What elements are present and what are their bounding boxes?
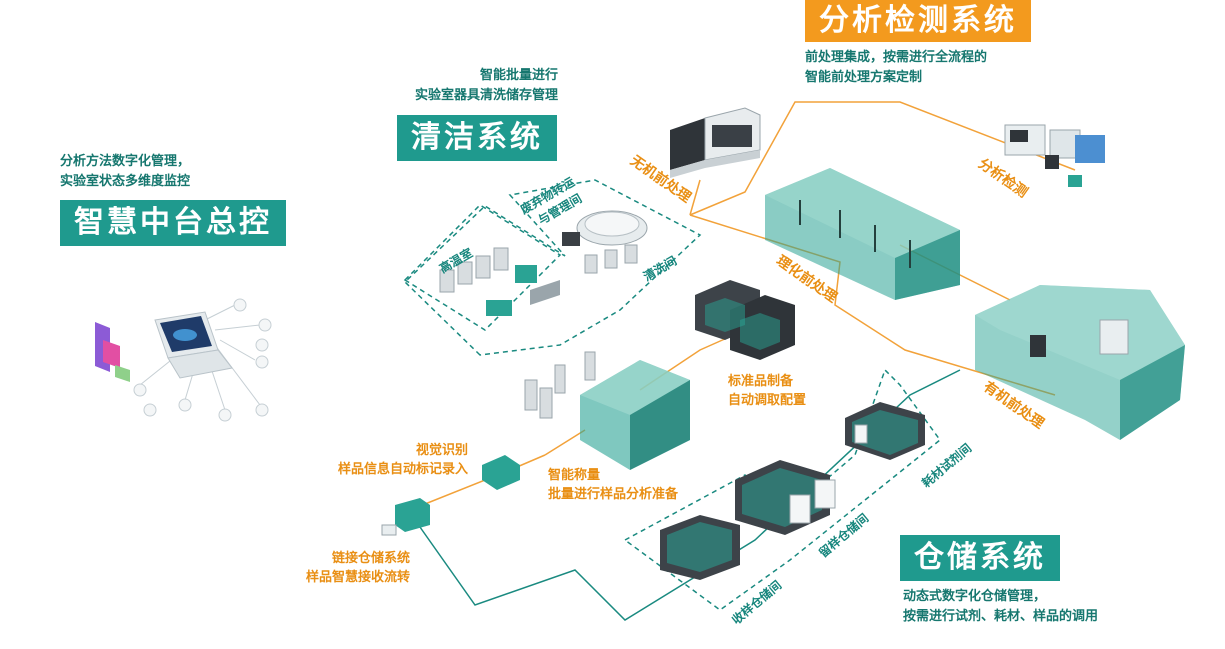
inorganic-equipment-illustration xyxy=(670,107,761,178)
storage-desc-line1: 动态式数字化仓储管理， xyxy=(903,589,1047,604)
physchem-enclosure-illustration xyxy=(765,168,960,300)
standard-prep-illustration xyxy=(695,280,795,360)
standard-prep-line1: 标准品制备 xyxy=(728,374,794,389)
storage-description: 动态式数字化仓储管理， 按需进行试剂、耗材、样品的调用 xyxy=(903,587,1098,627)
analysis-title: 分析检测系统 xyxy=(805,0,1031,42)
standard-prep-line2: 自动调取配置 xyxy=(728,393,807,408)
analysis-desc-line1: 前处理集成，按需进行全流程的 xyxy=(805,50,988,65)
weighing-line2: 批量进行样品分析准备 xyxy=(548,487,679,502)
storage-desc-line2: 按需进行试剂、耗材、样品的调用 xyxy=(903,609,1099,624)
analysis-description: 前处理集成，按需进行全流程的 智能前处理方案定制 xyxy=(805,48,987,88)
control-desc-line1: 分析方法数字化管理， xyxy=(60,154,191,169)
control-terminal-illustration xyxy=(95,298,272,422)
clean-desc-line1: 智能批量进行 xyxy=(479,68,558,83)
cleaning-equipment-illustration xyxy=(439,210,648,316)
clean-description: 智能批量进行 实验室器具清洗储存管理 xyxy=(395,66,558,106)
clean-desc-line2: 实验室器具清洗储存管理 xyxy=(414,88,558,103)
link-caption: 链接仓储系统 样品智慧接收流转 xyxy=(298,549,410,587)
control-title: 智慧中台总控 xyxy=(60,200,286,246)
detection-instruments-illustration xyxy=(1004,124,1105,187)
organic-enclosure-illustration xyxy=(975,285,1185,440)
vision-line2: 样品信息自动标记录入 xyxy=(338,462,469,477)
weighing-caption: 智能称量 批量进行样品分析准备 xyxy=(548,466,678,504)
control-desc-line2: 实验室状态多维度监控 xyxy=(60,174,191,189)
weighing-cabinet-illustration xyxy=(524,351,690,470)
vision-line1: 视觉识别 xyxy=(415,443,468,458)
vision-terminal-illustration xyxy=(381,455,520,536)
weighing-line1: 智能称量 xyxy=(548,468,601,483)
link-line1: 链接仓储系统 xyxy=(331,551,410,566)
storage-equipment-illustration xyxy=(660,402,925,580)
control-description: 分析方法数字化管理， 实验室状态多维度监控 xyxy=(60,152,190,192)
clean-title: 清洁系统 xyxy=(397,115,557,161)
standard-prep-caption: 标准品制备 自动调取配置 xyxy=(728,372,806,410)
vision-caption: 视觉识别 样品信息自动标记录入 xyxy=(338,441,468,479)
link-line2: 样品智慧接收流转 xyxy=(305,570,410,585)
analysis-desc-line2: 智能前处理方案定制 xyxy=(805,70,923,85)
storage-title: 仓储系统 xyxy=(900,535,1060,581)
flow-line-teal xyxy=(414,369,961,621)
